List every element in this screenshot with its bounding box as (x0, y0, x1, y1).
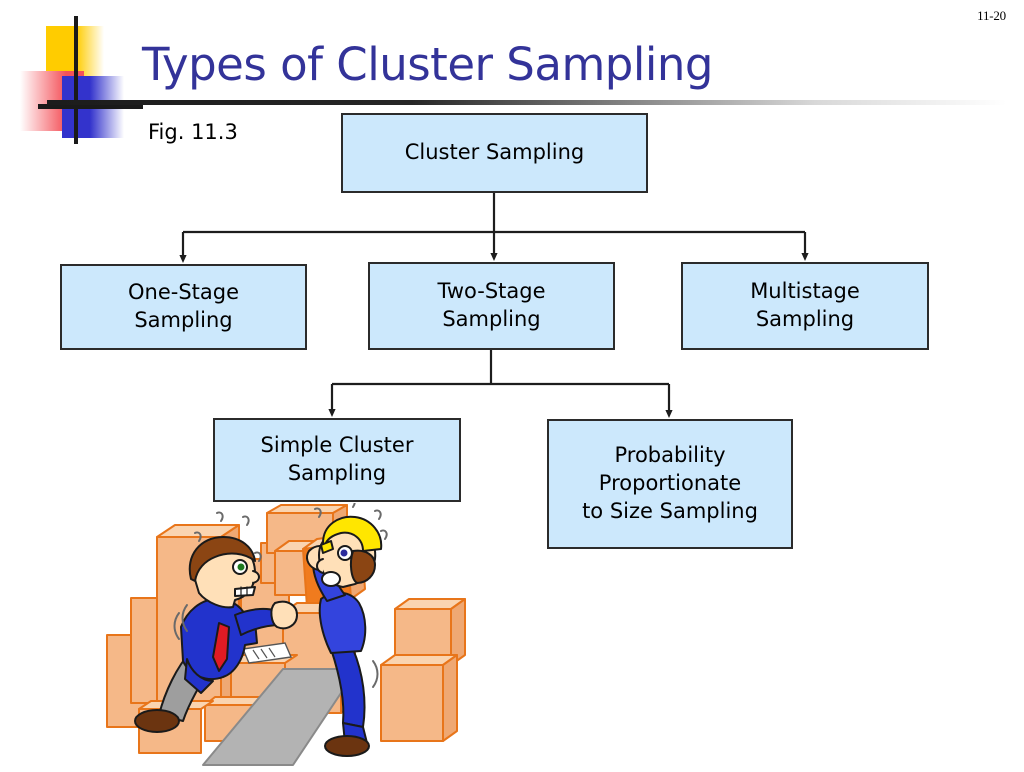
figure-label: Fig. 11.3 (148, 120, 238, 144)
node-one-stage-sampling[interactable]: One-Stage Sampling (60, 264, 307, 350)
node-multistage-sampling[interactable]: Multistage Sampling (681, 262, 929, 350)
page-number: 11-20 (977, 8, 1006, 23)
workers-stacking-boxes-illustration (95, 497, 495, 768)
title-divider (47, 100, 1007, 105)
node-simple-cluster-sampling[interactable]: Simple Cluster Sampling (213, 418, 461, 502)
node-cluster-sampling[interactable]: Cluster Sampling (341, 113, 648, 193)
logo-vertical-bar (74, 16, 78, 144)
node-two-stage-sampling[interactable]: Two-Stage Sampling (368, 262, 615, 350)
page-title: Types of Cluster Sampling (142, 38, 713, 91)
node-probability-proportionate-to-size-sampling[interactable]: Probability Proportionate to Size Sampli… (547, 419, 793, 549)
logo-horizontal-bar (38, 104, 143, 109)
